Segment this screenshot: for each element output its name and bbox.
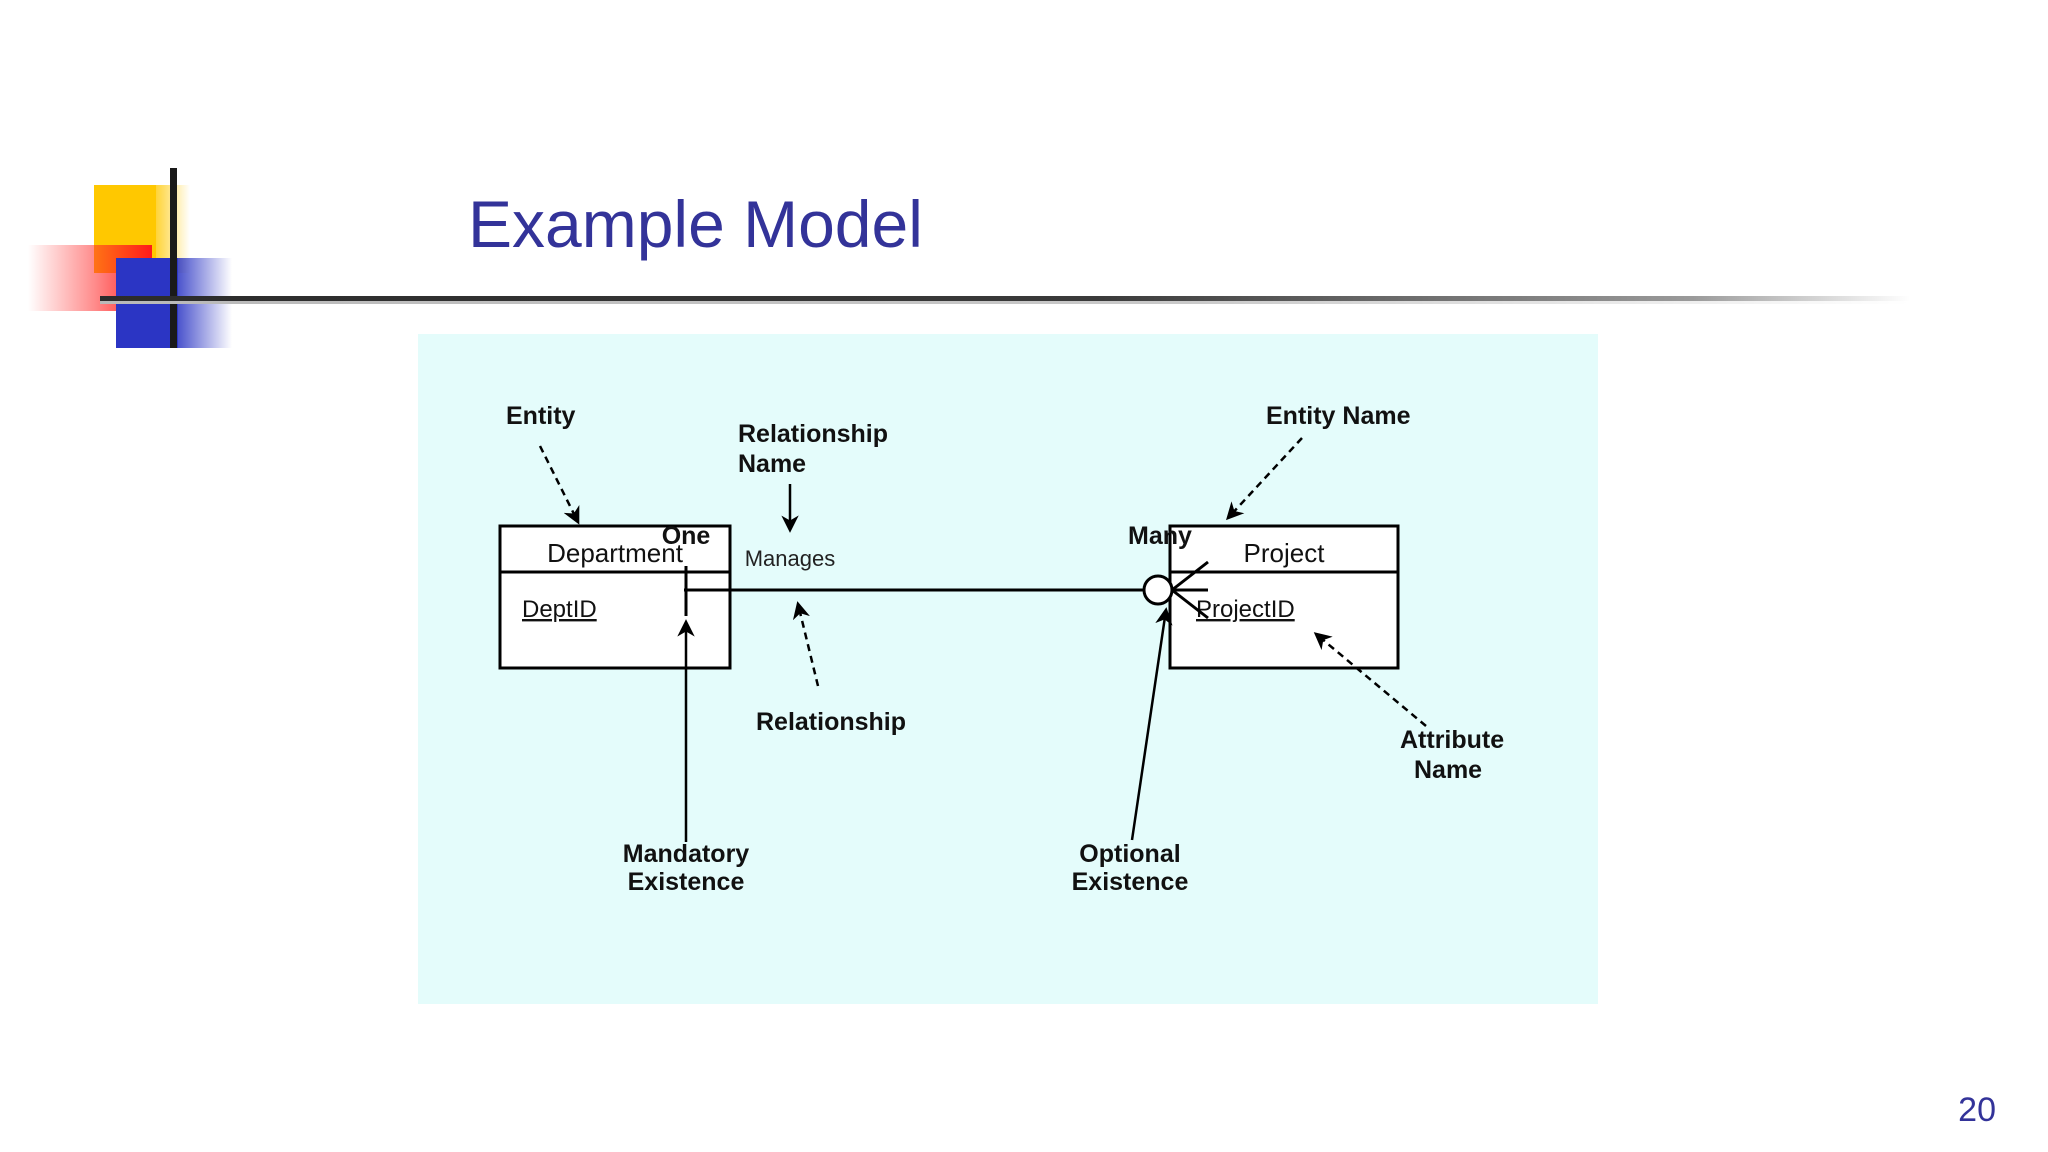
page-number: 20 [1958, 1091, 1996, 1129]
annotation-relationship-name-line1: Relationship [738, 420, 888, 448]
annotation-relationship-name-line2: Name [738, 450, 806, 478]
entity-project[interactable]: Project ProjectID [1168, 524, 1400, 670]
deco-yellow-core [94, 185, 156, 273]
annotation-attribute-name-line1: Attribute [1400, 726, 1504, 754]
annotation-relationship-label: Relationship [756, 708, 906, 736]
annotation-attribute-name-line2: Name [1414, 756, 1482, 784]
deco-vertical-rule [170, 168, 177, 348]
annotation-optional-existence-line1: Optional [1079, 840, 1180, 868]
er-diagram-panel: Entity Relationship Name Entity Name Dep… [418, 334, 1598, 1004]
entity-department-attribute-deptid: DeptID [522, 596, 597, 623]
annotation-mandatory-existence-line2: Existence [628, 868, 745, 896]
entity-department-name: Department [547, 538, 684, 568]
deco-horizontal-rule [100, 296, 1910, 301]
cardinality-many-label: Many [1128, 522, 1192, 550]
annotation-optional-existence-line2: Existence [1072, 868, 1189, 896]
deco-yellow-square [94, 185, 190, 273]
entity-project-name: Project [1244, 538, 1326, 568]
relationship-verb-label: Manages [745, 546, 836, 571]
annotation-entity-name-label: Entity Name [1266, 402, 1411, 430]
annotation-relationship-pointer [792, 601, 820, 687]
annotation-entity-pointer [538, 445, 580, 525]
annotation-optional-existence-pointer [1130, 607, 1173, 841]
annotation-mandatory-existence-line1: Mandatory [623, 840, 750, 868]
page-title: Example Model [468, 187, 923, 261]
slide-decoration [0, 0, 420, 348]
annotation-entity-name-pointer [1226, 437, 1303, 521]
annotation-entity-label: Entity [506, 402, 576, 430]
crows-foot-many [1171, 560, 1209, 620]
entity-department[interactable]: Department DeptID [498, 524, 732, 670]
cardinality-one-label: One [662, 522, 711, 550]
er-diagram: Entity Relationship Name Entity Name Dep… [498, 402, 1504, 896]
entity-department-box [498, 524, 732, 670]
entity-project-attribute-projectid: ProjectID [1196, 596, 1295, 623]
optional-existence-circle [1142, 574, 1174, 606]
deco-horizontal-rule-shadow [100, 301, 1910, 304]
